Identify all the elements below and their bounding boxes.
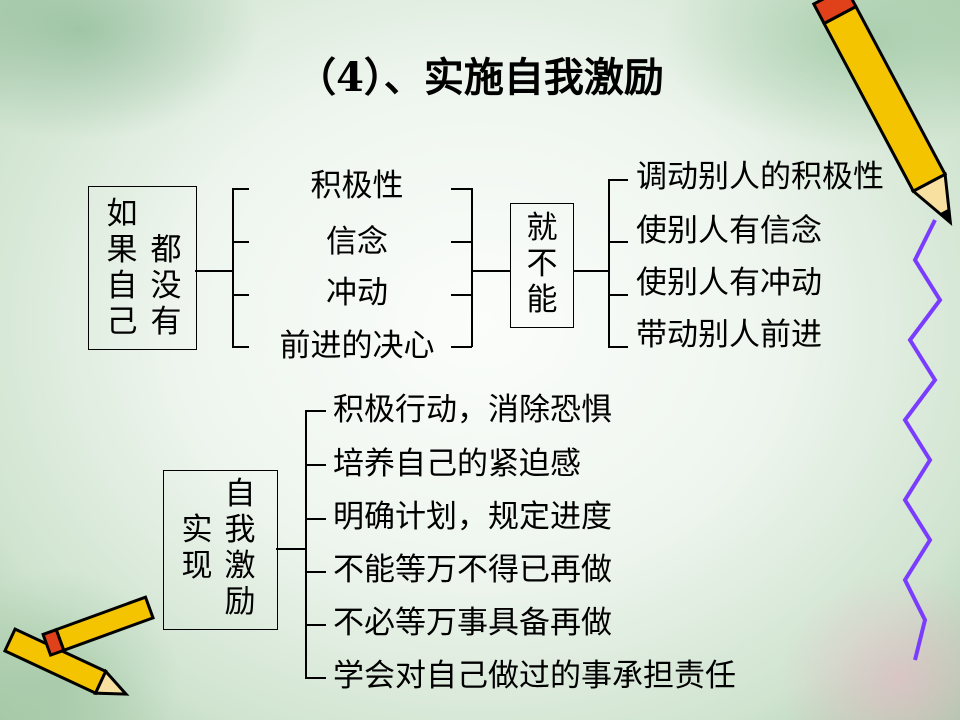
tick <box>232 188 249 190</box>
method-item: 不能等万不得已再做 <box>333 552 612 588</box>
tick <box>451 294 472 296</box>
char: 己 <box>106 304 138 340</box>
tick <box>305 518 326 520</box>
tick <box>451 241 472 243</box>
quality-item: 信念 <box>326 224 388 260</box>
pencil-icon <box>811 0 953 227</box>
tick <box>305 624 326 626</box>
char: 现 <box>181 548 213 584</box>
quality-item: 冲动 <box>326 275 388 311</box>
tick <box>451 346 472 348</box>
effect-item: 调动别人的积极性 <box>636 159 884 195</box>
cannot-box <box>510 203 574 328</box>
char: 能 <box>526 282 558 318</box>
self-motivation-box <box>163 470 278 630</box>
char: 自 <box>106 268 138 304</box>
char: 我 <box>224 512 256 548</box>
method-item: 明确计划，规定进度 <box>333 499 612 535</box>
bracket <box>232 188 234 347</box>
self-motivation-col: 自 我 激 励 <box>222 476 258 620</box>
bracket <box>471 188 473 347</box>
char: 不 <box>526 246 558 282</box>
connector <box>276 548 305 550</box>
char: 有 <box>150 304 182 340</box>
connector <box>573 270 608 272</box>
tick <box>232 346 249 348</box>
bracket <box>305 410 307 678</box>
method-item: 学会对自己做过的事承担责任 <box>333 658 736 694</box>
char: 如 <box>106 196 138 232</box>
method-item: 不必等万事具备再做 <box>333 605 612 641</box>
tick <box>608 179 628 181</box>
quality-item: 积极性 <box>310 168 404 204</box>
tick <box>608 346 628 348</box>
bracket <box>608 179 610 347</box>
condition-col-2: 都 没 有 <box>148 232 184 340</box>
char: 励 <box>224 584 256 620</box>
tick <box>232 294 249 296</box>
char: 都 <box>150 232 182 268</box>
char: 实 <box>181 512 213 548</box>
char: 没 <box>150 268 182 304</box>
connector <box>472 270 510 272</box>
realize-col: 实 现 <box>179 512 215 584</box>
effect-item: 带动别人前进 <box>636 317 822 353</box>
tick <box>305 464 326 466</box>
tick <box>305 410 326 412</box>
connector <box>195 270 232 272</box>
effect-item: 使别人有冲动 <box>636 265 822 301</box>
condition-box <box>88 186 197 350</box>
purple-squiggle <box>902 219 943 661</box>
char: 就 <box>526 210 558 246</box>
effect-item: 使别人有信念 <box>636 213 822 249</box>
tick <box>305 571 326 573</box>
slide-title: （4）、实施自我激励 <box>296 54 664 101</box>
method-item: 积极行动，消除恐惧 <box>333 392 612 428</box>
tick <box>608 294 628 296</box>
tick <box>451 188 472 190</box>
method-item: 培养自己的紧迫感 <box>333 446 581 482</box>
quality-item: 前进的决心 <box>279 328 435 364</box>
condition-col-1: 如 果 自 己 <box>104 196 140 340</box>
tick <box>232 241 249 243</box>
cannot-col: 就 不 能 <box>524 210 560 318</box>
char: 激 <box>224 548 256 584</box>
char: 果 <box>106 232 138 268</box>
tick <box>608 241 628 243</box>
pencil-icon <box>41 595 155 658</box>
tick <box>305 677 326 679</box>
char: 自 <box>224 476 256 512</box>
